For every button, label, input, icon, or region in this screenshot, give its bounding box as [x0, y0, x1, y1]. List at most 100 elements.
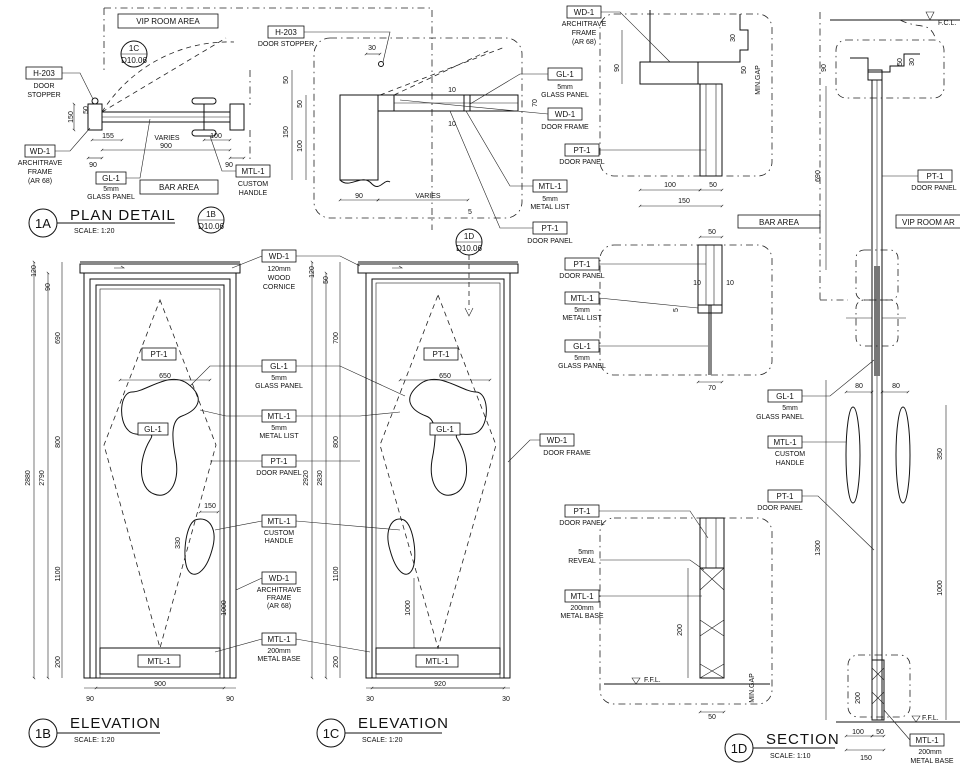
svg-text:WD-1: WD-1	[555, 110, 576, 119]
svg-text:150: 150	[678, 198, 690, 205]
svg-text:FRAME: FRAME	[28, 169, 53, 176]
wall-left	[87, 103, 103, 131]
svg-text:200mm: 200mm	[918, 749, 942, 756]
callout-pt1-secbot: PT-1 DOOR PANEL	[559, 504, 709, 539]
svg-text:5: 5	[673, 308, 680, 312]
callout-wd1-sectop: WD-1 ARCHITRAVE FRAME (AR 68)	[562, 5, 671, 63]
callout-mtl1-detail: MTL-1 5mm METAL LIST	[465, 110, 570, 211]
elevation-1b-view: MTL-1 GL-1 PT-1 650 150 330 1000 2880 27…	[25, 249, 406, 748]
svg-text:150: 150	[204, 503, 216, 510]
svg-text:D10.06: D10.06	[456, 244, 482, 253]
svg-text:2920: 2920	[303, 470, 310, 486]
svg-text:10: 10	[448, 87, 456, 94]
pt1-tag-1c: PT-1	[423, 347, 459, 361]
svg-text:1C: 1C	[323, 726, 340, 741]
svg-text:330: 330	[175, 537, 182, 549]
section-detail-mid: 50 10 10 5 70 PT-1 DOOR PANEL MTL-1 5mm …	[558, 229, 773, 392]
svg-text:GLASS PANEL: GLASS PANEL	[255, 383, 303, 390]
svg-text:MIN.GAP: MIN.GAP	[755, 65, 762, 95]
svg-text:150: 150	[283, 126, 290, 138]
callout-pt1-sec-d: PT-1 DOOR PANEL	[757, 489, 875, 551]
svg-text:MTL-1: MTL-1	[538, 182, 562, 191]
svg-text:FRAME: FRAME	[267, 595, 292, 602]
svg-text:120mm: 120mm	[267, 266, 291, 273]
svg-text:920: 920	[434, 681, 446, 688]
plan-detail-view: VIP ROOM AREA BAR AREA 900 90 90 155 VAR…	[18, 7, 433, 238]
svg-text:DOOR FRAME: DOOR FRAME	[541, 124, 589, 131]
svg-text:GLASS PANEL: GLASS PANEL	[558, 363, 606, 370]
svg-text:50: 50	[283, 76, 290, 84]
svg-text:METAL LIST: METAL LIST	[562, 315, 602, 322]
bar-area-tag-2: BAR AREA	[737, 214, 821, 229]
svg-text:METAL BASE: METAL BASE	[560, 613, 604, 620]
svg-text:50: 50	[708, 229, 716, 236]
elevation-marker-1b: 1B D10.06	[197, 206, 225, 234]
svg-text:100: 100	[664, 182, 676, 189]
metal-base-1b	[99, 647, 221, 675]
svg-text:30: 30	[502, 696, 510, 703]
svg-text:MIN.GAP: MIN.GAP	[749, 673, 756, 703]
svg-text:1B: 1B	[35, 726, 51, 741]
svg-text:1B: 1B	[206, 210, 216, 219]
svg-text:50: 50	[897, 58, 904, 66]
svg-text:5mm: 5mm	[557, 84, 573, 91]
svg-text:D10.06: D10.06	[198, 222, 224, 231]
svg-text:90: 90	[226, 696, 234, 703]
svg-text:50: 50	[297, 100, 304, 108]
svg-text:5: 5	[468, 209, 472, 216]
door-panel-top	[699, 83, 723, 177]
svg-text:2790: 2790	[39, 470, 46, 486]
glass-panel-1c	[409, 378, 487, 496]
callout-pt1-secmid: PT-1 DOOR PANEL	[559, 257, 706, 280]
svg-text:WD-1: WD-1	[30, 147, 51, 156]
callout-gl1-elev: GL-1 5mm GLASS PANEL	[189, 359, 406, 397]
svg-text:2830: 2830	[317, 470, 324, 486]
svg-text:PT-1: PT-1	[927, 172, 944, 181]
svg-text:F.F.L.: F.F.L.	[644, 677, 661, 684]
svg-text:30: 30	[909, 58, 916, 66]
callout-pt1-elev: PT-1 DOOR PANEL	[210, 454, 360, 477]
svg-text:H-203: H-203	[33, 69, 55, 78]
svg-text:ELEVATION: ELEVATION	[358, 715, 449, 732]
svg-text:F.F.L.: F.F.L.	[922, 715, 939, 722]
section-detail-bottom: F.F.L. MIN.GAP 200 50 PT-1 DOOR PANEL 5m…	[559, 504, 773, 721]
svg-text:2880: 2880	[25, 470, 32, 486]
svg-text:70: 70	[708, 385, 716, 392]
svg-text:MTL-1: MTL-1	[773, 438, 797, 447]
svg-text:155: 155	[102, 133, 114, 140]
stopper-detail	[378, 61, 384, 67]
svg-text:HANDLE: HANDLE	[776, 460, 805, 467]
svg-text:SCALE: 1:20: SCALE: 1:20	[74, 737, 115, 744]
bar-area-tag: BAR AREA	[139, 179, 219, 195]
svg-text:5mm: 5mm	[782, 405, 798, 412]
wood-cornice-1b	[79, 263, 241, 274]
door-leaf-1c	[371, 278, 505, 679]
svg-text:10: 10	[448, 121, 456, 128]
vip-room-area-tag: VIP ROOM AREA	[117, 13, 219, 29]
svg-text:GL-1: GL-1	[270, 362, 288, 371]
callout-wd1-detail: WD-1 DOOR FRAME	[399, 99, 589, 131]
svg-text:GL-1: GL-1	[144, 425, 162, 434]
svg-text:650: 650	[159, 373, 171, 380]
svg-text:SCALE: 1:20: SCALE: 1:20	[362, 737, 403, 744]
callout-pt1-sec-d-top: PT-1 DOOR PANEL	[882, 169, 957, 192]
callout-mtl1-base: MTL-1 200mm METAL BASE	[214, 632, 371, 663]
svg-text:100: 100	[297, 140, 304, 152]
callout-gl1-secmid: GL-1 5mm GLASS PANEL	[558, 339, 708, 370]
svg-text:50: 50	[708, 714, 716, 721]
handle-1c	[387, 518, 416, 575]
callout-wd1-architrave: WD-1 ARCHITRAVE FRAME (AR 68)	[235, 571, 302, 610]
svg-text:PT-1: PT-1	[574, 507, 591, 516]
svg-text:MTL-1: MTL-1	[570, 592, 594, 601]
svg-text:800: 800	[333, 436, 340, 448]
svg-text:1100: 1100	[333, 566, 340, 581]
callout-pt1-sectop: PT-1 DOOR PANEL	[559, 143, 706, 166]
pt1-tag-1b: PT-1	[141, 347, 177, 361]
svg-text:5mm: 5mm	[574, 355, 590, 362]
svg-text:MTL-1: MTL-1	[267, 412, 291, 421]
svg-text:1100: 1100	[55, 566, 62, 581]
svg-text:MTL-1: MTL-1	[241, 167, 265, 176]
svg-text:PT-1: PT-1	[271, 457, 288, 466]
svg-text:690: 690	[815, 170, 822, 182]
svg-text:5mm: 5mm	[542, 196, 558, 203]
